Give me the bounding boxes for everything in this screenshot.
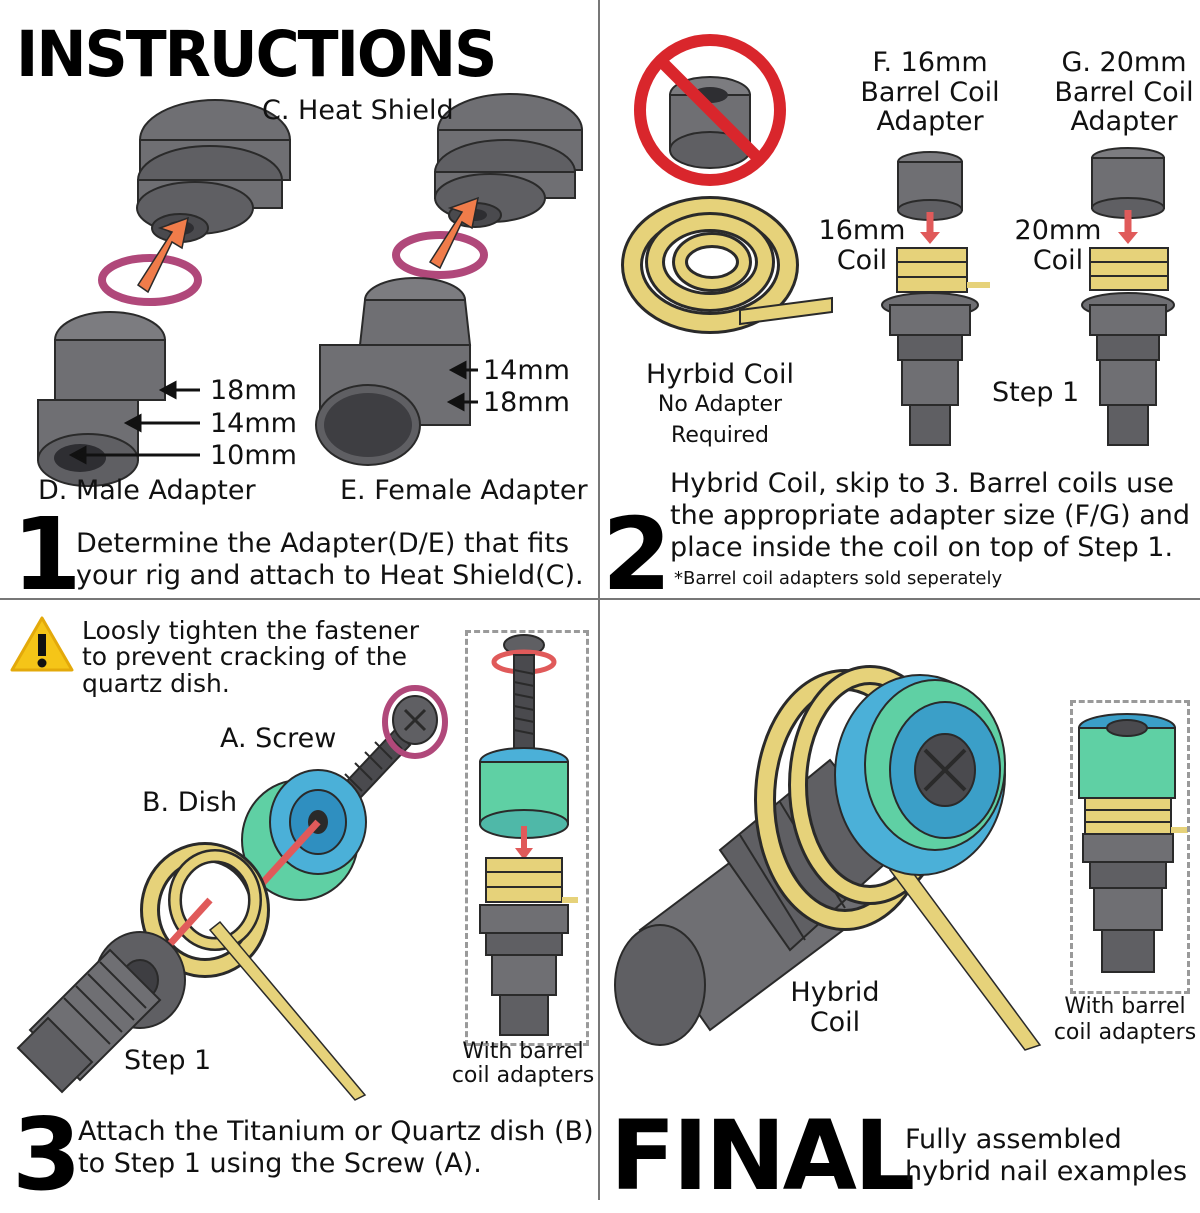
female-size-14: 14mm [483,355,570,386]
step-number-1: 1 [12,496,82,613]
barrel-caption-panel4-line2: coil adapters [1053,1020,1197,1046]
female-adapter-icon [315,277,472,466]
step-2-text-line3: place inside the coil on top of Step 1. [670,531,1174,563]
adapter-16mm-line3: Adapter [876,106,984,138]
barrel-assembly-box [465,630,589,1046]
final-hybrid-nail-icon [614,665,1042,1051]
warning-text-line2: to prevent cracking of the [82,642,408,672]
step-1-text-line1: Determine the Adapter(D/E) that fits [76,528,570,559]
panel-divider-vertical [598,0,600,1200]
adapter-16mm-line1: F. 16mm [872,47,988,78]
coil-options-illustration [621,34,1175,446]
female-size-18: 18mm [483,387,570,418]
stack-20mm-icon [1081,147,1175,446]
barrel-assembly-icon [479,634,578,1036]
footnote: *Barrel coil adapters sold seperately [674,568,1003,589]
hybrid-coil-sublabel: No Adapter Required [620,390,820,452]
step-3-text-line2: to Step 1 using the Screw (A). [78,1147,482,1179]
coil-16mm-line2: Coil [836,244,888,276]
adapter-20mm-line1: G. 20mm [1061,47,1187,78]
male-adapter-label: D. Male Adapter [38,475,256,506]
adapter-16mm-label: F. 16mm Barrel Coil Adapter [840,48,1020,137]
step-1-text: Determine the Adapter(D/E) that fits you… [76,528,584,592]
final-assembly-illustration [614,665,1188,1051]
hybrid-coil-label: Hyrbid Coil [645,359,795,390]
stack-16mm-icon [881,151,990,446]
final-text: Fully assembled hybrid nail examples [905,1124,1187,1188]
screw-label: A. Screw [220,723,337,754]
hybrid-coil-icon [621,196,833,334]
male-size-18: 18mm [210,375,297,406]
male-adapter-icon [37,311,166,487]
coil-20mm-label: 20mm Coil [1006,216,1110,275]
barrel-caption-panel3-line1: With barrel [462,1039,584,1064]
heat-shield-male-illustration [37,93,583,487]
coil-16mm-label: 16mm Coil [812,216,912,275]
arrow-up-left-icon [136,216,189,294]
final-barrel-nail-icon [1078,713,1188,973]
assembly-coil-icon [140,842,367,1101]
female-adapter-label: E. Female Adapter [340,475,588,506]
final-hybrid-line1: Hybrid [790,977,880,1008]
step-2-text-line1: Hybrid Coil, skip to 3. Barrel coils use [670,468,1174,499]
final-barrel-box [1070,700,1190,994]
warning-text: Loosly tighten the fastener to prevent c… [82,616,420,698]
barrel-caption-panel3: With barrel coil adapters [448,1039,598,1089]
hybrid-coil-sub1: No Adapter [657,392,783,417]
step-2-text: Hybrid Coil, skip to 3. Barrel coils use… [670,468,1190,564]
step-2-text-line2: the appropriate adapter size (F/G) and [670,499,1190,531]
arrow-up-right-icon [428,196,479,270]
barrel-caption-panel3-line2: coil adapters [451,1063,595,1089]
adapter-20mm-line2: Barrel Coil [1054,76,1194,108]
step-number-2: 2 [602,496,672,613]
rotate-ring-right-icon [392,231,488,279]
heat-shield-label: C. Heat Shield [262,95,454,126]
warning-text-line1: Loosly tighten the fastener [82,616,420,645]
coil-20mm-line2: Coil [1032,244,1084,276]
warning-text-line3: quartz dish. [82,668,230,698]
final-hybrid-line2: Coil [809,1006,861,1038]
step-1-label-panel3: Step 1 [124,1045,212,1076]
adapter-16mm-line2: Barrel Coil [860,76,1000,108]
step-number-3: 3 [12,1096,82,1213]
final-text-line2: hybrid nail examples [905,1155,1188,1187]
step-1-text-line2: your rig and attach to Heat Shield(C). [76,559,584,591]
heat-shield-left-icon [136,99,291,243]
rotate-ring-left-icon [98,254,202,306]
adapter-20mm-label: G. 20mm Barrel Coil Adapter [1036,48,1200,137]
step-3-text-line1: Attach the Titanium or Quartz dish (B) [78,1116,594,1147]
dish-icon [241,769,367,901]
dish-label: B. Dish [142,787,238,818]
no-adapter-prohibit-icon [634,34,786,186]
barrel-caption-panel4: With barrel coil adapters [1052,994,1198,1047]
step-1-label-panel2: Step 1 [992,377,1080,408]
final-heading: FINAL [610,1100,915,1212]
warning-icon [10,616,74,672]
coil-16mm-line1: 16mm [818,215,906,246]
adapter-20mm-line3: Adapter [1070,106,1178,138]
panel-divider-horizontal [0,598,1200,600]
final-text-line1: Fully assembled [905,1124,1122,1155]
coil-20mm-line1: 20mm [1014,215,1102,246]
male-size-10: 10mm [210,440,297,471]
assembly-illustration [10,616,578,1101]
hybrid-coil-sub2: Required [671,422,769,448]
step-1-base-icon [16,931,186,1094]
page-title: INSTRUCTIONS [16,18,497,92]
barrel-caption-panel4-line1: With barrel [1064,994,1186,1019]
male-size-14: 14mm [210,408,297,439]
step-3-text: Attach the Titanium or Quartz dish (B) t… [78,1116,594,1180]
final-hybrid-label: Hybrid Coil [770,978,900,1037]
